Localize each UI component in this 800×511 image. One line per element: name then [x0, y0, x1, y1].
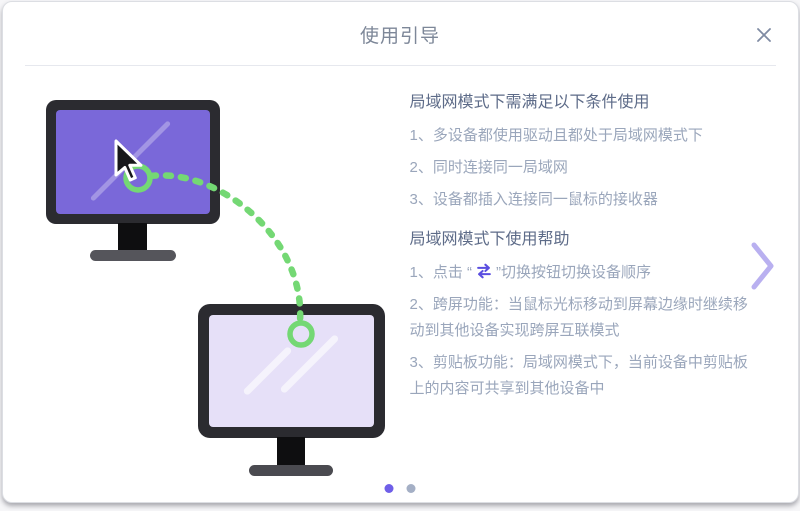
condition-item: 3、设备都插入连接同一鼠标的接收器	[410, 187, 762, 213]
pagination-dot-1[interactable]	[385, 484, 394, 493]
condition-item: 2、同时连接同一局域网	[410, 155, 762, 181]
help-section: 局域网模式下使用帮助 1、点击 “ ”切换按钮切换设备顺序 2、跨屏功能：当鼠标光…	[410, 229, 762, 402]
help-item-switch-suffix: ”切换按钮切换设备顺序	[496, 264, 651, 281]
swap-arrows-icon	[475, 263, 493, 279]
monitor-stand-neck	[118, 223, 147, 250]
primary-monitor-screen	[56, 110, 210, 214]
conditions-heading: 局域网模式下需满足以下条件使用	[410, 92, 762, 114]
primary-monitor-bezel	[46, 100, 220, 224]
help-item: 3、剪贴板功能：局域网模式下，当前设备中剪贴板上的内容可共享到其他设备中	[410, 350, 762, 402]
guide-text-column: 局域网模式下需满足以下条件使用 1、多设备都使用驱动且都处于局域网模式下 2、同…	[410, 92, 762, 408]
chevron-right-icon	[749, 240, 777, 292]
secondary-monitor	[198, 304, 385, 476]
screen-shine	[279, 334, 339, 394]
monitor-stand-base	[90, 250, 176, 261]
help-item: 2、跨屏功能：当鼠标光标移动到屏幕边缘时继续移动到其他设备实现跨屏互联模式	[410, 292, 762, 344]
condition-item: 1、多设备都使用驱动且都处于局域网模式下	[410, 123, 762, 149]
secondary-monitor-screen	[209, 315, 374, 427]
monitor-stand-neck	[277, 437, 305, 465]
help-item-switch-prefix: 1、点击 “	[410, 264, 473, 281]
primary-monitor	[46, 100, 220, 261]
screen-shine	[89, 120, 170, 201]
monitor-stand-base	[249, 465, 333, 476]
help-heading: 局域网模式下使用帮助	[410, 229, 762, 251]
help-item-switch: 1、点击 “ ”切换按钮切换设备顺序	[410, 260, 762, 286]
secondary-monitor-bezel	[198, 304, 385, 438]
pagination-dot-2[interactable]	[407, 484, 416, 493]
conditions-section: 局域网模式下需满足以下条件使用 1、多设备都使用驱动且都处于局域网模式下 2、同…	[410, 92, 762, 213]
pagination	[385, 484, 416, 493]
next-page-button[interactable]	[749, 240, 777, 295]
usage-guide-dialog: 使用引导	[2, 1, 799, 503]
